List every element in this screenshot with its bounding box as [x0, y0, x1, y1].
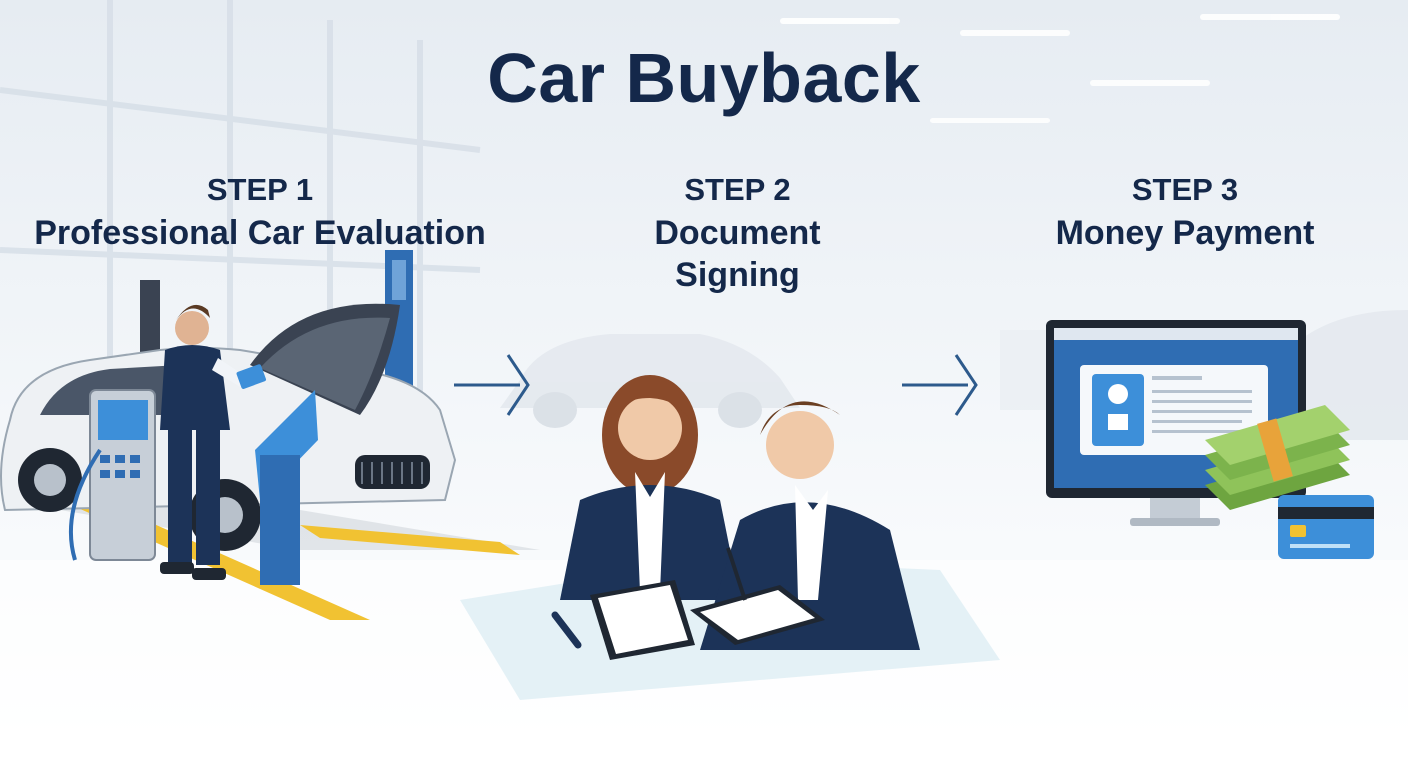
step-1-heading: STEP 1 Professional Car Evaluation — [20, 168, 500, 254]
page-title: Car Buyback — [487, 39, 921, 117]
money-payment-illustration — [1046, 320, 1374, 559]
step-2-name: Document Signing — [654, 214, 821, 294]
document-signing-illustration — [460, 375, 1000, 700]
step-2-number: STEP 2 — [684, 172, 791, 207]
arrow-right-icon — [454, 354, 530, 416]
step-3-heading: STEP 3 Money Payment — [1030, 168, 1340, 254]
arrow-right-icon — [902, 354, 978, 416]
step-1-number: STEP 1 — [206, 172, 314, 207]
car-evaluation-illustration — [0, 250, 540, 620]
step-1-name: Professional Car Evaluation — [34, 214, 486, 252]
step-2-heading: STEP 2 Document Signing — [600, 168, 875, 296]
step-3-number: STEP 3 — [1131, 172, 1239, 207]
step-3-name: Money Payment — [1055, 214, 1315, 252]
